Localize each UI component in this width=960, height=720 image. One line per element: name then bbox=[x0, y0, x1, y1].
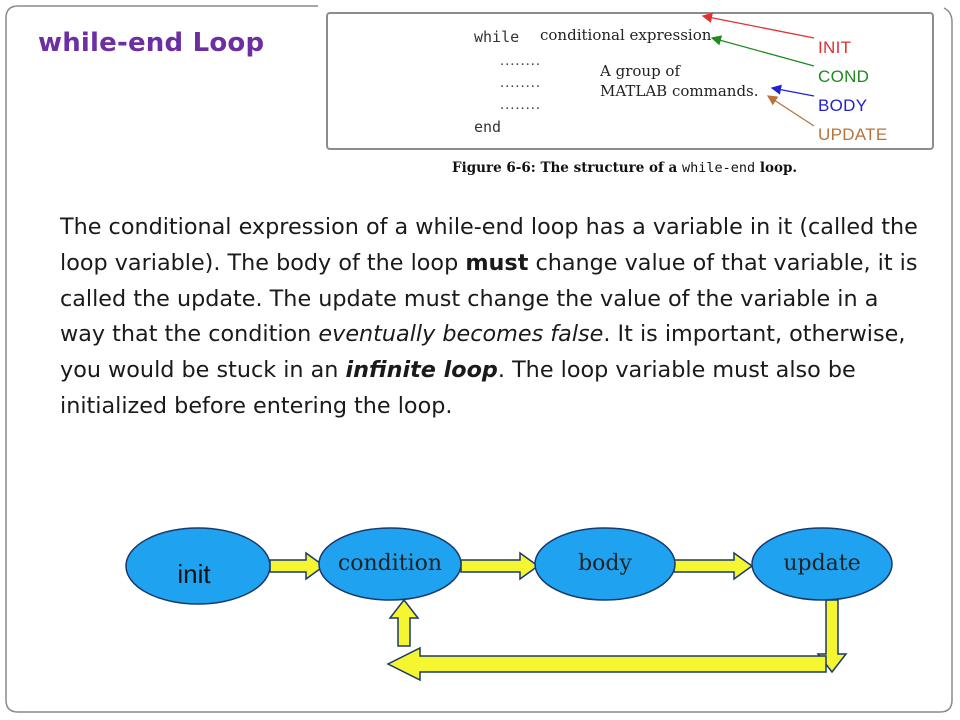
node-condition-label: condition bbox=[338, 551, 442, 576]
figure-caption: Figure 6-6: The structure of a while-end… bbox=[452, 160, 797, 176]
arrow-back-to-condition bbox=[386, 646, 827, 682]
code-dots-1: ........ bbox=[500, 54, 542, 69]
tag-init: INIT bbox=[818, 38, 852, 57]
caption-code: while-end bbox=[682, 160, 756, 176]
para-text-1: The conditional expression of a while-en… bbox=[60, 214, 918, 276]
tag-body: BODY bbox=[818, 96, 868, 115]
arrow-condition-to-body bbox=[460, 551, 540, 581]
code-condition: conditional expression bbox=[540, 26, 712, 44]
explanation-paragraph: The conditional expression of a while-en… bbox=[60, 210, 920, 425]
caption-suffix: loop. bbox=[755, 160, 798, 176]
node-condition bbox=[318, 527, 462, 601]
arrow-body-to-update bbox=[673, 551, 754, 581]
node-body bbox=[534, 527, 676, 601]
para-emphasis-infinite-loop: infinite loop bbox=[345, 357, 498, 384]
node-init-label: init bbox=[177, 559, 211, 589]
code-keyword-while: while bbox=[474, 28, 520, 46]
arrow-up-to-condition bbox=[388, 598, 420, 647]
para-text-4: . The loop variable must also be initial… bbox=[60, 357, 856, 419]
code-body-line2: MATLAB commands. bbox=[600, 82, 759, 100]
code-dots-3: ........ bbox=[500, 98, 542, 113]
code-body-line1: A group of bbox=[600, 62, 681, 80]
para-text-2: change value of that variable, it is cal… bbox=[60, 249, 918, 348]
code-dots-2: ........ bbox=[500, 76, 542, 91]
slide-title: while-end Loop bbox=[38, 28, 265, 58]
tag-cond: COND bbox=[818, 67, 870, 86]
flow-arrows bbox=[269, 551, 848, 682]
node-body-label: body bbox=[578, 551, 632, 576]
caption-prefix: Figure 6-6: The structure of a bbox=[452, 160, 682, 176]
figure-box: while conditional expression ........ ..… bbox=[326, 12, 934, 150]
node-update-label: update bbox=[783, 551, 860, 576]
code-keyword-end: end bbox=[474, 118, 502, 136]
para-text-3: . It is important, otherwise, you would … bbox=[60, 321, 906, 384]
node-update bbox=[751, 527, 893, 601]
arrow-init-to-condition bbox=[269, 551, 326, 581]
para-emphasis-eventually: eventually becomes false bbox=[318, 321, 604, 348]
arrow-update-down bbox=[816, 599, 848, 674]
tag-update: UPDATE bbox=[818, 125, 888, 144]
node-init bbox=[125, 527, 271, 605]
para-emphasis-must: must bbox=[465, 249, 529, 276]
